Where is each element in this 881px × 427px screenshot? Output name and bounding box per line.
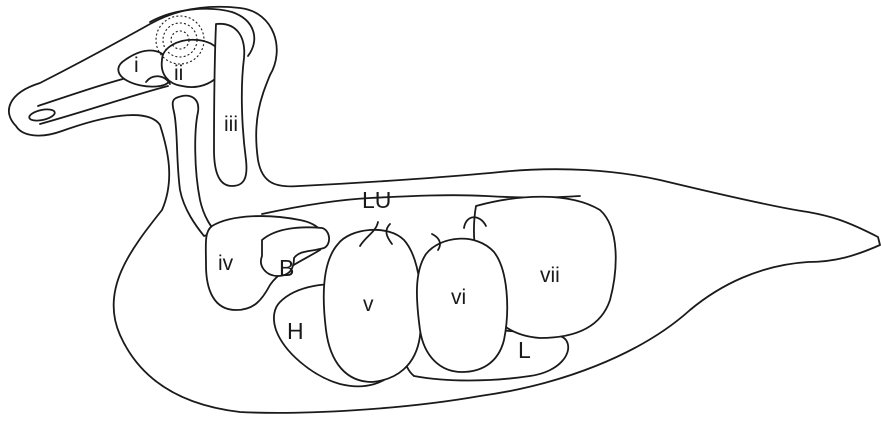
label-iv: iv — [218, 252, 234, 275]
label-bronchi: B — [279, 255, 294, 281]
label-lung: LU — [362, 187, 391, 213]
label-i: i — [134, 54, 139, 77]
trachea — [173, 96, 216, 236]
label-iii: iii — [224, 113, 238, 136]
air-sac-iii — [214, 24, 246, 186]
label-vi: vi — [451, 286, 466, 309]
label-vii: vii — [540, 264, 560, 287]
label-heart: H — [287, 318, 304, 344]
label-v: v — [363, 293, 374, 316]
label-liver: L — [518, 337, 531, 363]
label-ii: ii — [174, 62, 183, 85]
